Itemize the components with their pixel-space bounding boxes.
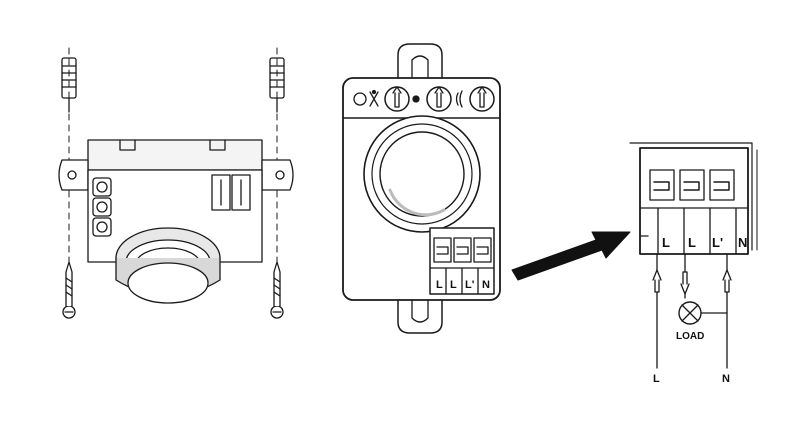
module-terminal-l3: L'	[465, 279, 475, 291]
screw-right	[270, 261, 284, 319]
terminal-label-l3: L'	[712, 235, 724, 250]
sensor-module	[342, 43, 501, 334]
direction-arrow	[511, 231, 631, 281]
adjustment-knobs	[353, 86, 495, 112]
module-terminal-l2: L	[450, 279, 457, 291]
module-terminal-l1: L	[436, 279, 443, 291]
module-terminal-block	[429, 227, 495, 295]
terminal-label-l1: L	[662, 235, 670, 250]
mounting-view	[58, 47, 294, 321]
load-label: LOAD	[676, 331, 705, 342]
terminal-label-n: N	[738, 235, 748, 250]
screw-left	[62, 261, 76, 319]
load-lamp-icon	[678, 301, 702, 325]
line-label: L	[653, 373, 660, 385]
module-terminal-n: N	[482, 279, 490, 291]
sensor-housing	[58, 139, 294, 304]
neutral-label: N	[722, 373, 730, 385]
wiring-diagram	[629, 142, 758, 369]
sensor-lens	[363, 115, 481, 233]
terminal-label-l2: L	[688, 235, 696, 250]
